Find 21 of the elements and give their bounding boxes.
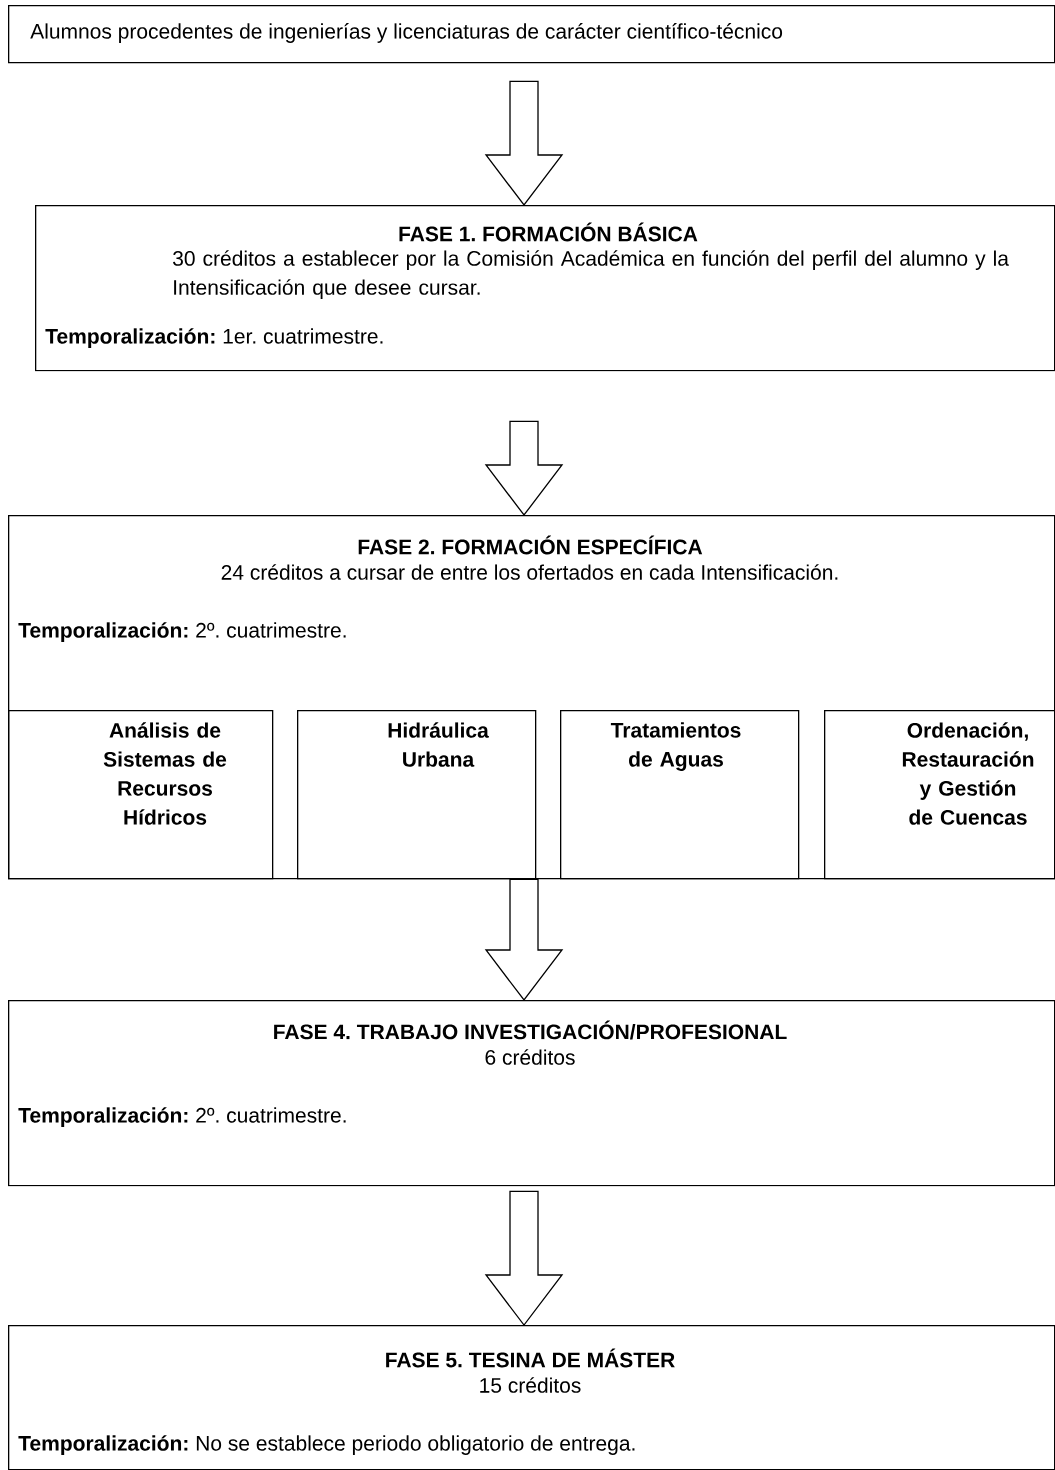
box-heading: Ordenación, Restauración y Gestión de Cuencas	[902, 722, 1034, 825]
box-heading: FASE 1. FORMACIÓN BÁSICA	[399, 222, 698, 242]
box-text: 30 créditos a establecer por la Comisión Académica en función del perfil del alumno y la Intensificación que desee cursar.	[173, 250, 1009, 300]
box-heading: FASE 2. FORMACIÓN ESPECÍFICA	[358, 535, 703, 555]
box-text: 6 créditos	[485, 1049, 575, 1065]
box-text: 24 créditos a cursar de entre los ofertados en cada Intensificación.	[221, 564, 838, 580]
box-text: Temporalización: No se establece periodo obligatorio de entrega.	[18, 1435, 635, 1455]
box-heading: Análisis de Sistemas de Recursos Hídricos	[103, 722, 227, 825]
block-arrow	[484, 80, 564, 207]
box-text: Temporalización: 2º. cuatrimestre.	[18, 1107, 346, 1127]
block-arrow	[484, 1190, 564, 1327]
box-text: Temporalización: 1er. cuatrimestre.	[45, 328, 383, 348]
block-arrow	[484, 420, 564, 517]
box-heading: FASE 5. TESINA DE MÁSTER	[386, 1348, 675, 1368]
box-heading: Hidráulica Urbana	[388, 722, 489, 767]
block-arrow	[484, 878, 564, 1002]
box-text: Temporalización: 2º. cuatrimestre.	[18, 622, 346, 642]
box-text: Alumnos procedentes de ingenierías y licenciaturas de carácter científico-técnico	[30, 23, 783, 43]
box-heading: FASE 4. TRABAJO INVESTIGACIÓN/PROFESIONAL	[274, 1020, 787, 1040]
box-heading: Tratamientos de Aguas	[610, 722, 741, 771]
box-text: 15 créditos	[480, 1377, 581, 1393]
